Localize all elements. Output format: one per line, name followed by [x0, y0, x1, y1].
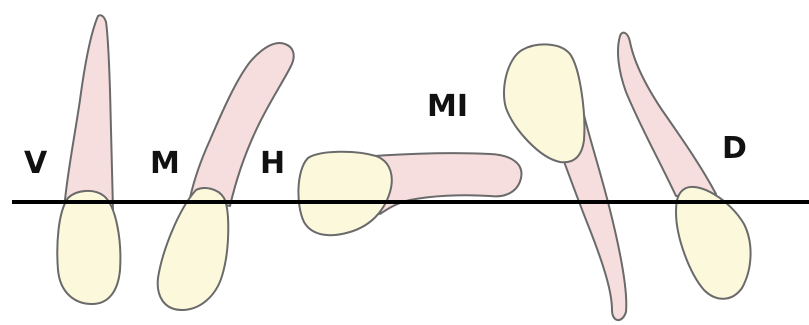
tooth-vertical — [57, 15, 120, 304]
label-horizontal: H — [260, 146, 285, 181]
label-distoangular: D — [722, 131, 747, 166]
tooth-horizontal — [298, 152, 521, 235]
tooth-vertical-crown — [57, 191, 120, 304]
tooth-inverted-crown — [504, 44, 584, 162]
label-mesioangular: M — [150, 146, 180, 181]
tooth-mesioangular-crown — [158, 188, 229, 310]
tooth-inverted — [504, 44, 626, 320]
tooth-distoangular-root — [618, 33, 716, 196]
label-mesio-inverted: MI — [427, 89, 468, 124]
label-vertical: V — [24, 146, 48, 181]
tooth-vertical-root — [65, 15, 113, 210]
tooth-horizontal-crown — [298, 152, 391, 235]
tooth-mesioangular-root — [190, 43, 294, 206]
